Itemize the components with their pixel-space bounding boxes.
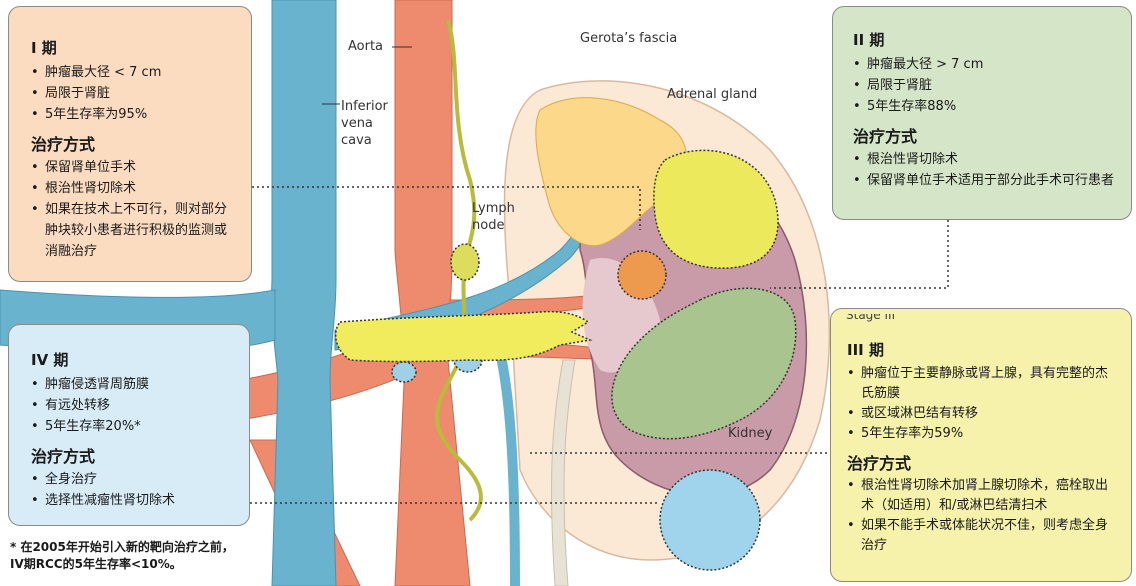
stage3-panel: III 期 肿瘤位于主要静脉或肾上腺，具有完整的杰氏筋膜 或区域淋巴结有转移 5… (830, 308, 1132, 582)
stage1-treatments: 保留肾单位手术 根治性肾切除术 如果在技术上不可行，则对部分肿块较小患者进行积极… (31, 157, 239, 262)
aorta-label: Aorta (348, 39, 384, 54)
inferior-vena-cava (271, 0, 337, 586)
tumor-thrombus (334, 310, 593, 363)
stage2-treatments: 根治性肾切除术 保留肾单位手术适用于部分此手术可行患者 (853, 149, 1119, 191)
stage4-title: IV 期 (31, 351, 69, 369)
list-item: 根治性肾切除术加肾上腺切除术，癌栓取出术（如适用）和/或淋巴结清扫术 (847, 476, 1119, 516)
list-item: 5年生存率88% (853, 96, 1119, 117)
stage2-treatment-title: 治疗方式 (853, 127, 918, 146)
list-item: 5年生存率为59% (847, 424, 1119, 444)
stage3-overlap-label: Stage III (846, 314, 896, 322)
list-item: 根治性肾切除术 (31, 178, 239, 199)
list-item: 肿瘤最大径 > 7 cm (853, 54, 1119, 75)
stage2-tumor (653, 149, 779, 269)
lymph-label: Lymph node (472, 201, 515, 233)
stage3-treatment-title: 治疗方式 (847, 454, 912, 473)
stage1-panel: I 期 肿瘤最大径 < 7 cm 局限于肾脏 5年生存率为95% 治疗方式 保留… (8, 6, 252, 282)
list-item: 5年生存率20%* (31, 416, 237, 437)
stage2-panel: II 期 肿瘤最大径 > 7 cm 局限于肾脏 5年生存率88% 治疗方式 根治… (832, 6, 1132, 220)
lymph-node (450, 243, 480, 281)
list-item: 保留肾单位手术适用于部分此手术可行患者 (853, 170, 1119, 191)
ivc-label: Inferior vena cava (341, 99, 388, 148)
stage3-tumor (611, 287, 797, 440)
list-item: 保留肾单位手术 (31, 157, 239, 178)
stage4-features: 肿瘤侵透肾周筋膜 有远处转移 5年生存率20%* (31, 374, 237, 437)
stage1-title: I 期 (31, 39, 57, 57)
adrenal-gland (535, 97, 687, 247)
stage1-tumor (617, 250, 667, 300)
ureter (551, 359, 576, 586)
list-item: 如果在技术上不可行，则对部分肿块较小患者进行积极的监测或消融治疗 (31, 199, 239, 262)
list-item: 如果不能手术或体能状况不佳，则考虑全身治疗 (847, 516, 1119, 556)
lymph-node-small (391, 361, 417, 383)
stage3-title: III 期 (847, 341, 884, 359)
kidney-label: Kidney (728, 426, 773, 441)
stage3-features: 肿瘤位于主要静脉或肾上腺，具有完整的杰氏筋膜 或区域淋巴结有转移 5年生存率为5… (847, 364, 1119, 444)
stage3-treatments: 根治性肾切除术加肾上腺切除术，癌栓取出术（如适用）和/或淋巴结清扫术 如果不能手… (847, 476, 1119, 556)
list-item: 肿瘤位于主要静脉或肾上腺，具有完整的杰氏筋膜 (847, 364, 1119, 404)
list-item: 全身治疗 (31, 469, 237, 490)
stage2-title: II 期 (853, 31, 885, 49)
list-item: 肿瘤最大径 < 7 cm (31, 62, 239, 83)
stage4-panel: IV 期 肿瘤侵透肾周筋膜 有远处转移 5年生存率20%* 治疗方式 全身治疗 … (8, 324, 250, 526)
list-item: 有远处转移 (31, 395, 237, 416)
list-item: 选择性减瘤性肾切除术 (31, 490, 237, 511)
gonadal-vein (495, 350, 520, 586)
stage4-treatments: 全身治疗 选择性减瘤性肾切除术 (31, 469, 237, 511)
footnote: * 在2005年开始引入新的靶向治疗之前， IV期RCC的5年生存率<10%。 (10, 539, 234, 573)
gerota-label: Gerota’s fascia (580, 31, 678, 46)
adrenal-label: Adrenal gland (667, 87, 758, 102)
stage2-features: 肿瘤最大径 > 7 cm 局限于肾脏 5年生存率88% (853, 54, 1119, 117)
list-item: 局限于肾脏 (853, 75, 1119, 96)
footnote-line: * 在2005年开始引入新的靶向治疗之前， (10, 540, 234, 554)
lymph-vessel (434, 19, 483, 522)
stage4-tumor (659, 469, 761, 571)
footnote-line: IV期RCC的5年生存率<10%。 (10, 557, 182, 571)
stage1-treatment-title: 治疗方式 (31, 135, 96, 154)
stage3-overlap-text: Stage III (846, 314, 906, 323)
list-item: 肿瘤侵透肾周筋膜 (31, 374, 237, 395)
list-item: 或区域淋巴结有转移 (847, 404, 1119, 424)
aorta (394, 0, 471, 586)
stage1-features: 肿瘤最大径 < 7 cm 局限于肾脏 5年生存率为95% (31, 62, 239, 125)
list-item: 5年生存率为95% (31, 104, 239, 125)
list-item: 局限于肾脏 (31, 83, 239, 104)
stage2-connector (770, 220, 949, 289)
stage4-treatment-title: 治疗方式 (31, 447, 96, 466)
list-item: 根治性肾切除术 (853, 149, 1119, 170)
stage1-connector (252, 186, 641, 230)
